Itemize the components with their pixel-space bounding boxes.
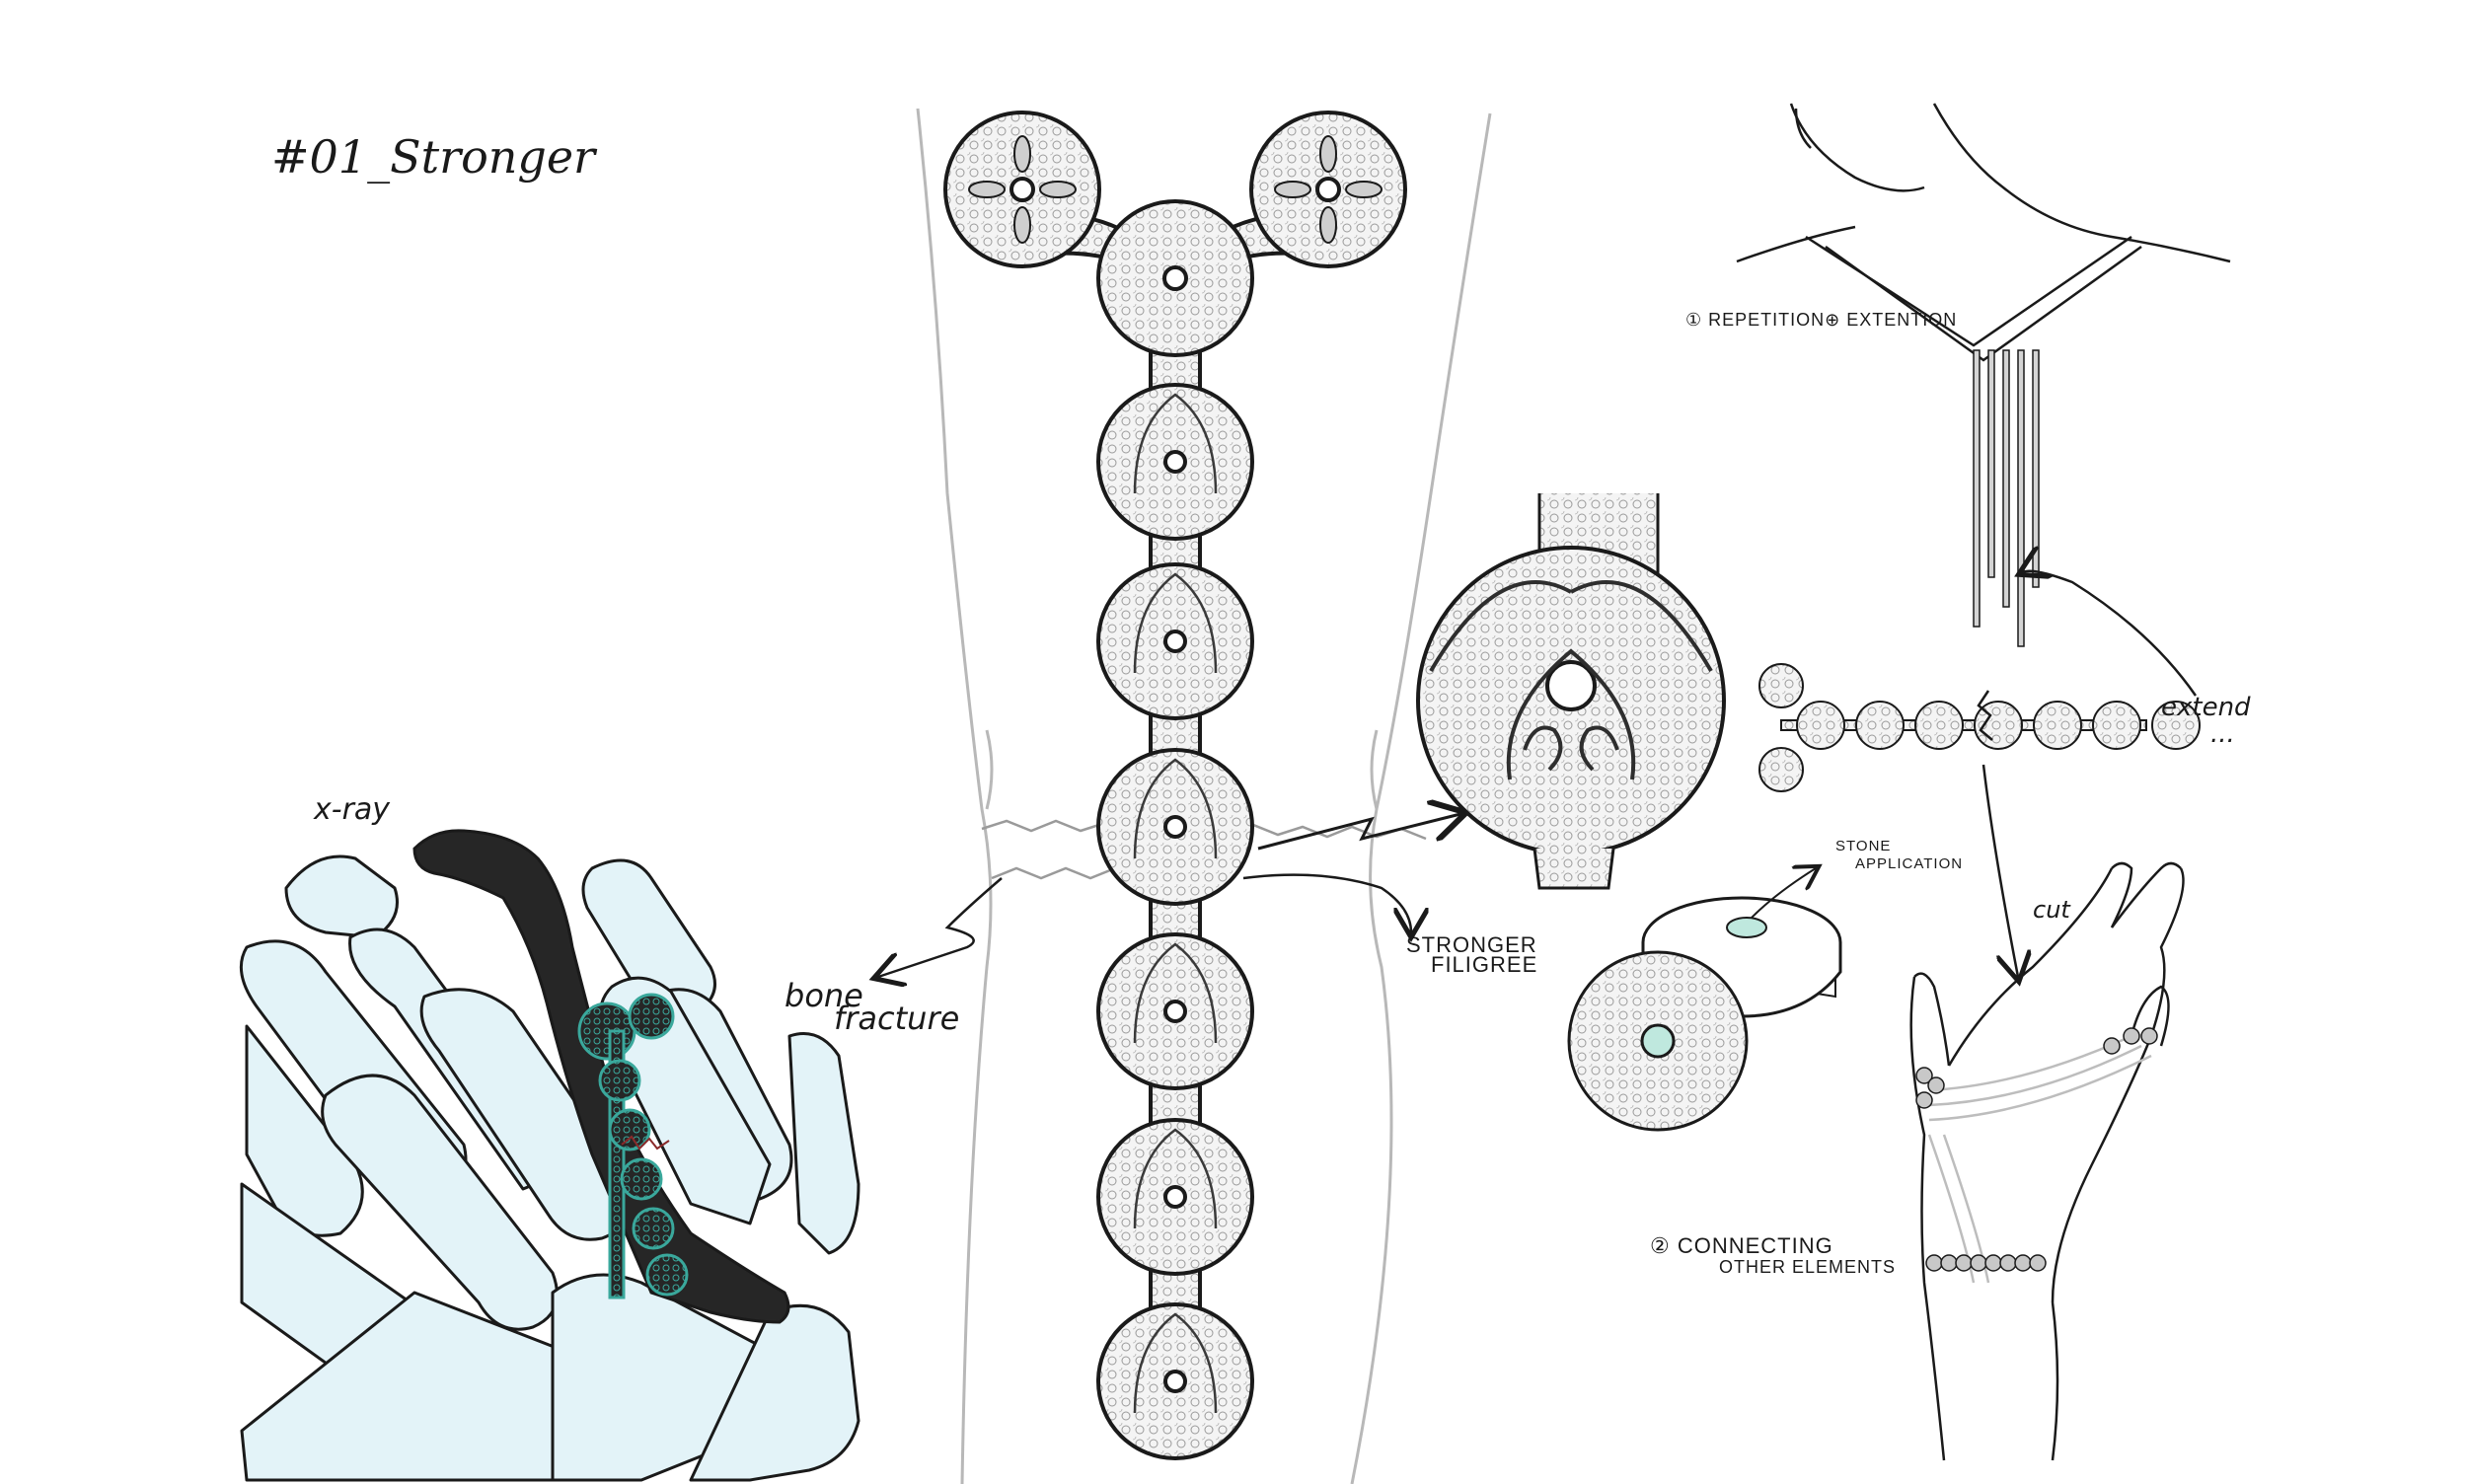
cut-mark [1977,690,1993,741]
connecting-label: ② CONNECTING [1650,1233,1833,1258]
stronger-arrow [1242,873,1411,932]
jewel-segment-icon [1796,701,1845,750]
application-label: APPLICATION [1855,855,1963,872]
filigree-label: FILIGREE [1431,952,1537,977]
body-outline [916,108,1492,1484]
stone-gem-icon [1640,1023,1676,1059]
other-elements-label: OTHER ELEMENTS [1719,1257,1896,1277]
extend-arrow [2023,571,2198,697]
stone-label: STONE [1835,838,1891,854]
inner-swirls [1133,393,1218,1414]
page-title: #01_Stronger [271,130,598,184]
stone-gem-icon [1726,917,1767,938]
extended-chain [1973,349,2040,647]
jewel-holes-top [1009,177,1341,291]
teal-jewel-mini [577,993,689,1299]
cut-arrow [1981,764,2018,977]
ellipsis-label: ... [2210,719,2235,749]
xray-label: x-ray [313,792,391,827]
fracture-squiggle-red [621,1135,670,1150]
cut-label: cut [2033,896,2071,924]
xray-hand [239,854,860,1482]
extend-label: extend [2161,693,2251,722]
jewel-segment-icon [2151,701,2201,750]
jewel-segment-icon [1758,747,1804,792]
zoom-detail [1416,493,1726,890]
jewel-segment-icon [1758,663,1804,708]
stone-application [1567,868,1842,1132]
jewel-segment-icon [2092,701,2141,750]
jewel-segment-icon [1914,701,1964,750]
mini-chain [1758,663,2201,792]
hand-chain-beads [1915,1027,2158,1272]
stronger-label: STRONGER [1406,932,1537,957]
neck-sketch [1736,103,2231,362]
open-hand [1909,861,2185,1461]
petal-decor [968,135,1383,244]
jewel-segment-icon [2033,701,2082,750]
jewel-segment-icon [1855,701,1905,750]
fracture-label: fracture [834,1000,959,1037]
bone-label: bone [785,977,863,1014]
bone-fracture-arrow [878,877,1003,977]
zoom-arrow [1257,814,1460,851]
hand-chain-strands [1927,1034,2152,1284]
repetition-label: ① REPETITION⊕ EXTENTION [1685,310,1957,330]
jewel-holes [1163,450,1187,1393]
